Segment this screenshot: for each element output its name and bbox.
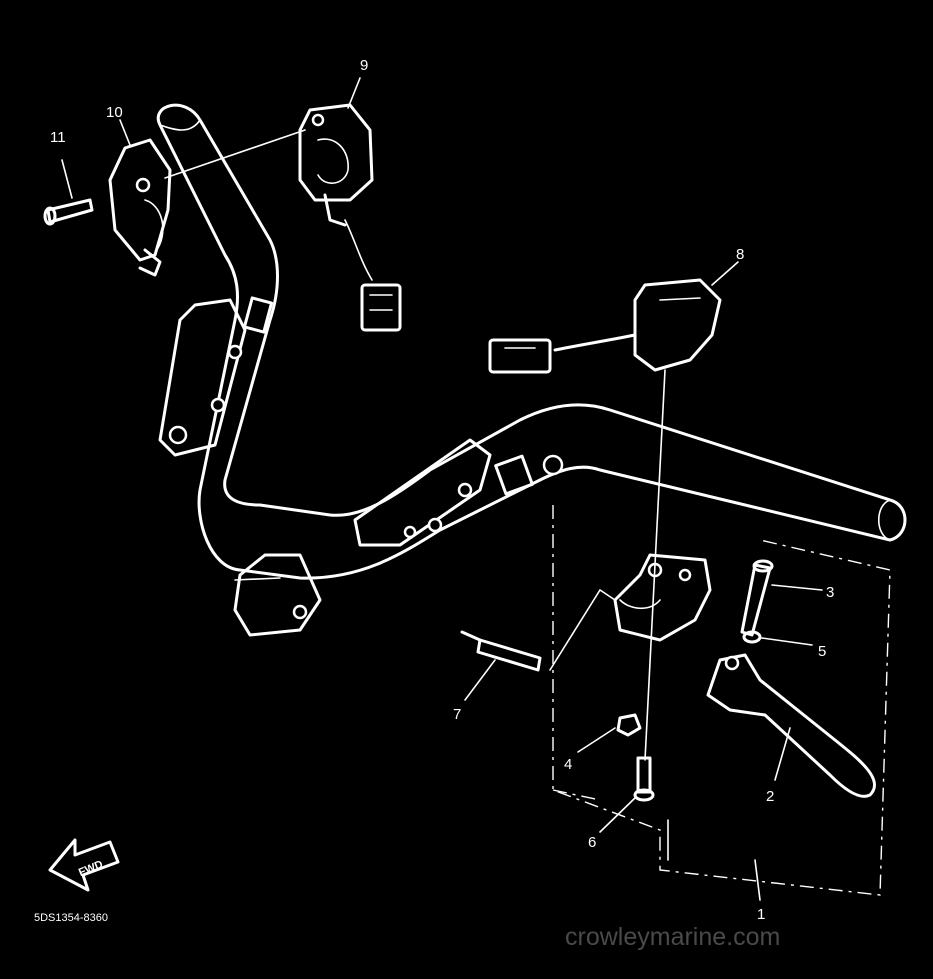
part-2-lever <box>706 653 877 798</box>
part-9-switch-upper <box>298 103 402 332</box>
part-6-screw <box>633 756 655 802</box>
assembly-lines <box>164 129 666 761</box>
callout-3: 3 <box>826 584 834 601</box>
part-5-washer <box>742 630 762 644</box>
callout-10: 10 <box>106 104 123 121</box>
forward-arrow-icon: FWD <box>48 838 120 892</box>
assembly-outline <box>552 505 891 896</box>
part-11-screw <box>43 198 94 226</box>
callout-7: 7 <box>453 706 461 723</box>
part-7-switch <box>460 630 542 672</box>
callout-11: 11 <box>50 129 66 146</box>
leader-lines <box>61 77 823 901</box>
callout-8: 8 <box>736 246 744 263</box>
part-3-bolt <box>740 559 774 637</box>
callout-5: 5 <box>818 643 826 660</box>
forward-label: FWD <box>77 858 105 879</box>
diagram-code: 5DS1354-8360 <box>34 912 108 924</box>
lever-holder <box>613 553 712 642</box>
watermark: crowleymarine.com <box>565 923 780 951</box>
callout-labels: 1 2 3 4 5 6 7 8 9 10 11 <box>50 57 834 923</box>
callout-6: 6 <box>588 834 596 851</box>
part-8-switch-right <box>488 278 722 374</box>
callout-4: 4 <box>564 756 572 773</box>
part-10-switch-lower <box>108 138 172 277</box>
callout-9: 9 <box>360 57 368 74</box>
part-4-nut <box>616 713 642 737</box>
handlebar <box>156 103 907 637</box>
callout-1: 1 <box>757 906 765 923</box>
callout-2: 2 <box>766 788 774 805</box>
